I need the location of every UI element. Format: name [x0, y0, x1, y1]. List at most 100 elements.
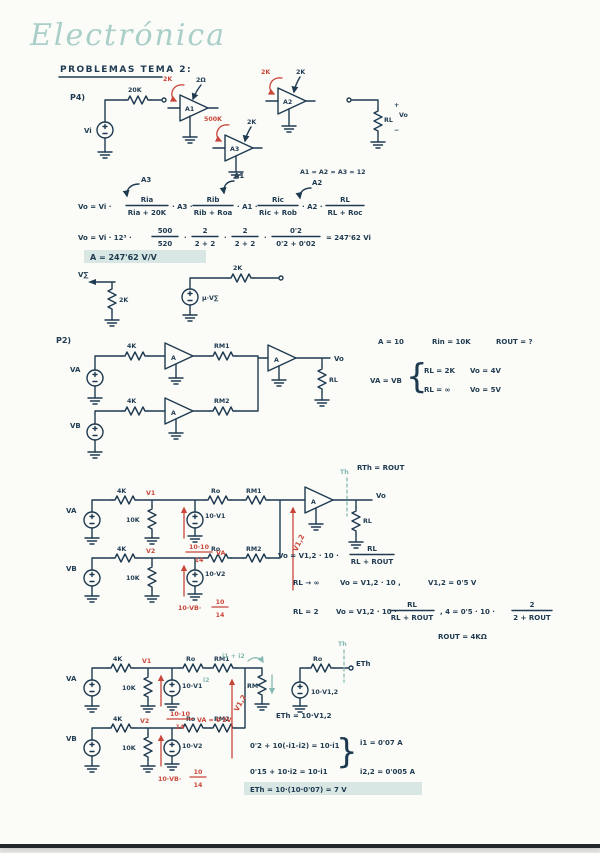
- rm1-label: RM1: [214, 656, 230, 663]
- source-circle: [86, 423, 104, 441]
- th-label: Th: [338, 641, 347, 648]
- e1-lead: Vo = V1,2 · 10 ·: [278, 552, 339, 560]
- eth-highlight: [244, 782, 422, 795]
- th-label: Th: [340, 469, 349, 476]
- vb-source: [83, 569, 101, 587]
- fracB-pre: 10·VB·: [158, 776, 181, 783]
- e2-result: V1,2 = 0'5 V: [428, 579, 477, 587]
- fracB-num: 10: [194, 769, 203, 776]
- i1-result: i1 = 0'07 A: [360, 739, 403, 747]
- p2-r1-label: 4K: [127, 343, 137, 350]
- a3-rin-arrow: [214, 124, 230, 142]
- gain-highlight: [84, 250, 206, 263]
- src2-label: 10·V2: [205, 571, 225, 578]
- rm2-label: RM2: [214, 398, 230, 405]
- a3-rout-arrow: [242, 126, 252, 143]
- eq2-dot3: ·: [264, 234, 267, 242]
- i2-result: i2,2 = 0'005 A: [360, 768, 416, 776]
- a3-rout-label: 2K: [247, 119, 257, 126]
- p2-wires: [94, 355, 331, 453]
- model-output-terminal: [278, 275, 284, 281]
- source-polarity: [89, 571, 95, 583]
- eq2-frac3-num: 2: [243, 227, 248, 235]
- va-label: VA: [66, 507, 77, 515]
- current-i2-label: i2: [203, 677, 210, 684]
- eq2-frac2-den: 2 + 2: [195, 240, 216, 248]
- source-polarity: [89, 681, 95, 693]
- rm2-label: RM2: [246, 546, 262, 553]
- thevenin-eth-circuit: VA VB 4K 4K V1 V2 10K 10K 10·V1 10·V2 Ro…: [66, 641, 422, 795]
- input-terminal: [161, 97, 167, 103]
- fracA-tail: VA: [216, 550, 225, 557]
- source-circle: [83, 511, 101, 529]
- source-polarity: [92, 371, 98, 383]
- rm1-label: RM1: [246, 488, 262, 495]
- rth-note: RTh = ROUT: [357, 464, 405, 472]
- source-polarity: [169, 741, 175, 753]
- scan-edge: [0, 844, 600, 848]
- fracA-den: 14: [195, 557, 204, 564]
- vo-minus: −: [394, 127, 399, 134]
- e3-frac2-num: 2: [530, 601, 535, 609]
- opamp-a3: [224, 134, 254, 162]
- eq2-frac1-den: 520: [158, 240, 173, 248]
- eq2-dot1: ·: [184, 234, 187, 242]
- v1-node-label: V1: [146, 490, 155, 497]
- gain-result: A = 247'62 V/V: [90, 253, 158, 262]
- src1-label: 10·V1: [182, 683, 202, 690]
- model-grounds: [104, 314, 198, 327]
- opamp-a3-label: A3: [230, 146, 239, 153]
- source-circle: [96, 121, 114, 139]
- rm-vertical-label: RM: [247, 683, 258, 690]
- source-circle: [186, 511, 204, 529]
- source-polarity: [192, 513, 198, 525]
- arrow-label-a3: A3: [141, 176, 151, 184]
- a2-rin-label: 2K: [261, 69, 271, 76]
- v1-node-label: V1: [142, 658, 151, 665]
- p4-equations: A3 A1 A2 Vo = Vi · Ria Ria + 20K · A3 · …: [78, 172, 371, 263]
- vb-label: VB: [66, 735, 77, 743]
- source-polarity: [102, 123, 108, 135]
- vi-label: Vi: [84, 127, 92, 135]
- ro2-label: Ro: [211, 546, 221, 553]
- sec4-grounds: [84, 703, 308, 773]
- eth-equation: ETh = 10·V1,2: [276, 712, 332, 720]
- case1-rl: RL = 2K: [424, 367, 455, 375]
- p4-circuit: P4) Vi 20K A1 2K 2Ω A3 500K 2K A2 2K 2K …: [70, 69, 409, 179]
- p4-label: P4): [70, 93, 85, 102]
- system-brace: }: [336, 732, 358, 772]
- source-circle: [181, 288, 199, 306]
- src1-label: 10·V1: [205, 513, 225, 520]
- equivalent-circuit-rout: VA VB 4K 4K V1 V2 10K 10K 10·V1 10·V2 Ro…: [66, 464, 553, 641]
- amp-model-circuit: V∑ 2K μ·V∑ 2K: [78, 265, 284, 327]
- i12-arrow: [247, 655, 264, 664]
- condition-label: VA = VB: [370, 377, 402, 385]
- page-title: Electrónica: [29, 18, 226, 53]
- rl-label: RL: [363, 518, 372, 525]
- v2-node-label: V2: [140, 718, 149, 725]
- p2-resistors: [121, 351, 327, 416]
- a1-rout-arrow: [191, 84, 202, 101]
- eq2-frac4-num: 0'2: [290, 227, 302, 235]
- eq-arrow-1: [122, 183, 140, 198]
- e3-lead: Vo = V1,2 · 10 ·: [336, 608, 397, 616]
- source-circle: [83, 739, 101, 757]
- r10a-label: 10K: [122, 685, 137, 692]
- vb-source: [86, 423, 104, 441]
- vb-label: VB: [66, 565, 77, 573]
- a2-rout-arrow: [291, 76, 301, 94]
- a2-rin-arrow: [267, 77, 283, 95]
- model-resistors: [107, 273, 255, 313]
- eq1-mid1: · A3 ·: [172, 203, 192, 211]
- opamp-output: [267, 344, 297, 372]
- dep-source-10v12: [291, 681, 309, 699]
- r4a-label: 4K: [113, 656, 123, 663]
- r4a-label: 4K: [117, 488, 127, 495]
- source-circle: [163, 739, 181, 757]
- dep-source-10v1: [163, 679, 181, 697]
- e3-frac2-den: 2 + ROUT: [513, 614, 551, 622]
- dependent-source: [181, 288, 199, 306]
- fracA-num: 10·10: [189, 544, 210, 551]
- opamp-a2-label: A2: [283, 99, 292, 106]
